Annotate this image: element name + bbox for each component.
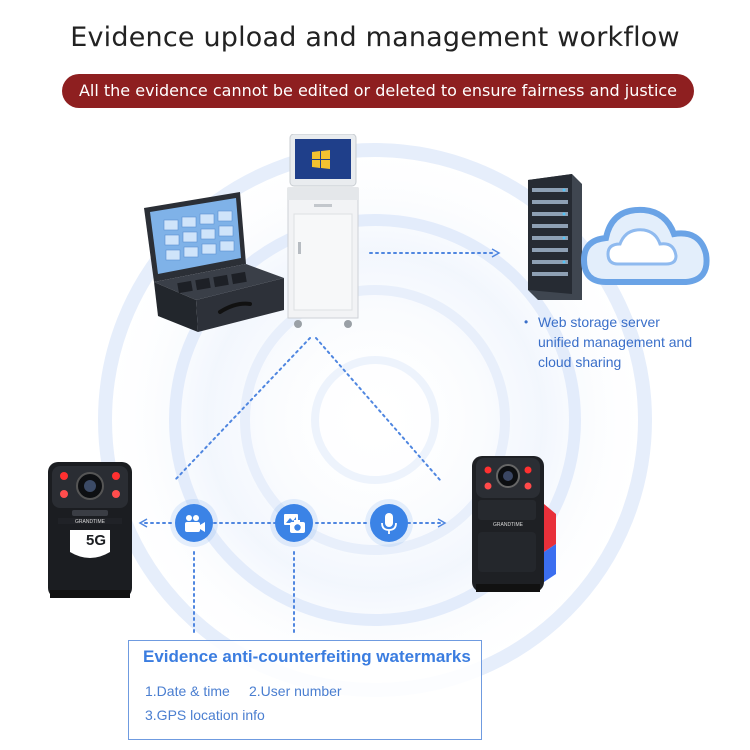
notice-banner: All the evidence cannot be edited or del… (62, 74, 694, 108)
video-camera-icon (175, 504, 213, 542)
left-camera-5g-badge: 5G (85, 532, 106, 549)
caption-line-3: cloud sharing (538, 354, 622, 370)
server-caption: • Web storage server unified management … (524, 312, 734, 372)
upload-workstation (287, 134, 359, 328)
arrow-to-right-camera (437, 518, 447, 528)
page-title: Evidence upload and management workflow (70, 22, 680, 53)
left-camera-brand: GRANDTIME (75, 519, 105, 525)
line-station-to-left (174, 337, 311, 481)
arrow-to-left-camera (138, 518, 148, 528)
watermark-item-gps: 3.GPS location info (145, 707, 265, 723)
arrow-to-server (491, 248, 501, 258)
portable-station-case (144, 192, 284, 332)
storage-server-cloud (528, 174, 710, 300)
caption-line-1: Web storage server (538, 314, 660, 330)
photo-camera-icon (275, 504, 313, 542)
watermark-item-date-time: 1.Date & time (145, 683, 230, 699)
microphone-icon (370, 504, 408, 542)
line-station-to-right (315, 337, 441, 481)
caption-line-2: unified management and (538, 334, 693, 350)
bullet-dot: • (524, 315, 529, 329)
watermark-item-user-number: 2.User number (249, 683, 342, 699)
left-body-camera (48, 462, 132, 598)
right-body-camera (472, 456, 556, 592)
watermarks-title: Evidence anti-counterfeiting watermarks (143, 647, 471, 666)
right-camera-brand: GRANDTIME (493, 522, 523, 528)
watermarks-box: Evidence anti-counterfeiting watermarks … (128, 640, 482, 740)
